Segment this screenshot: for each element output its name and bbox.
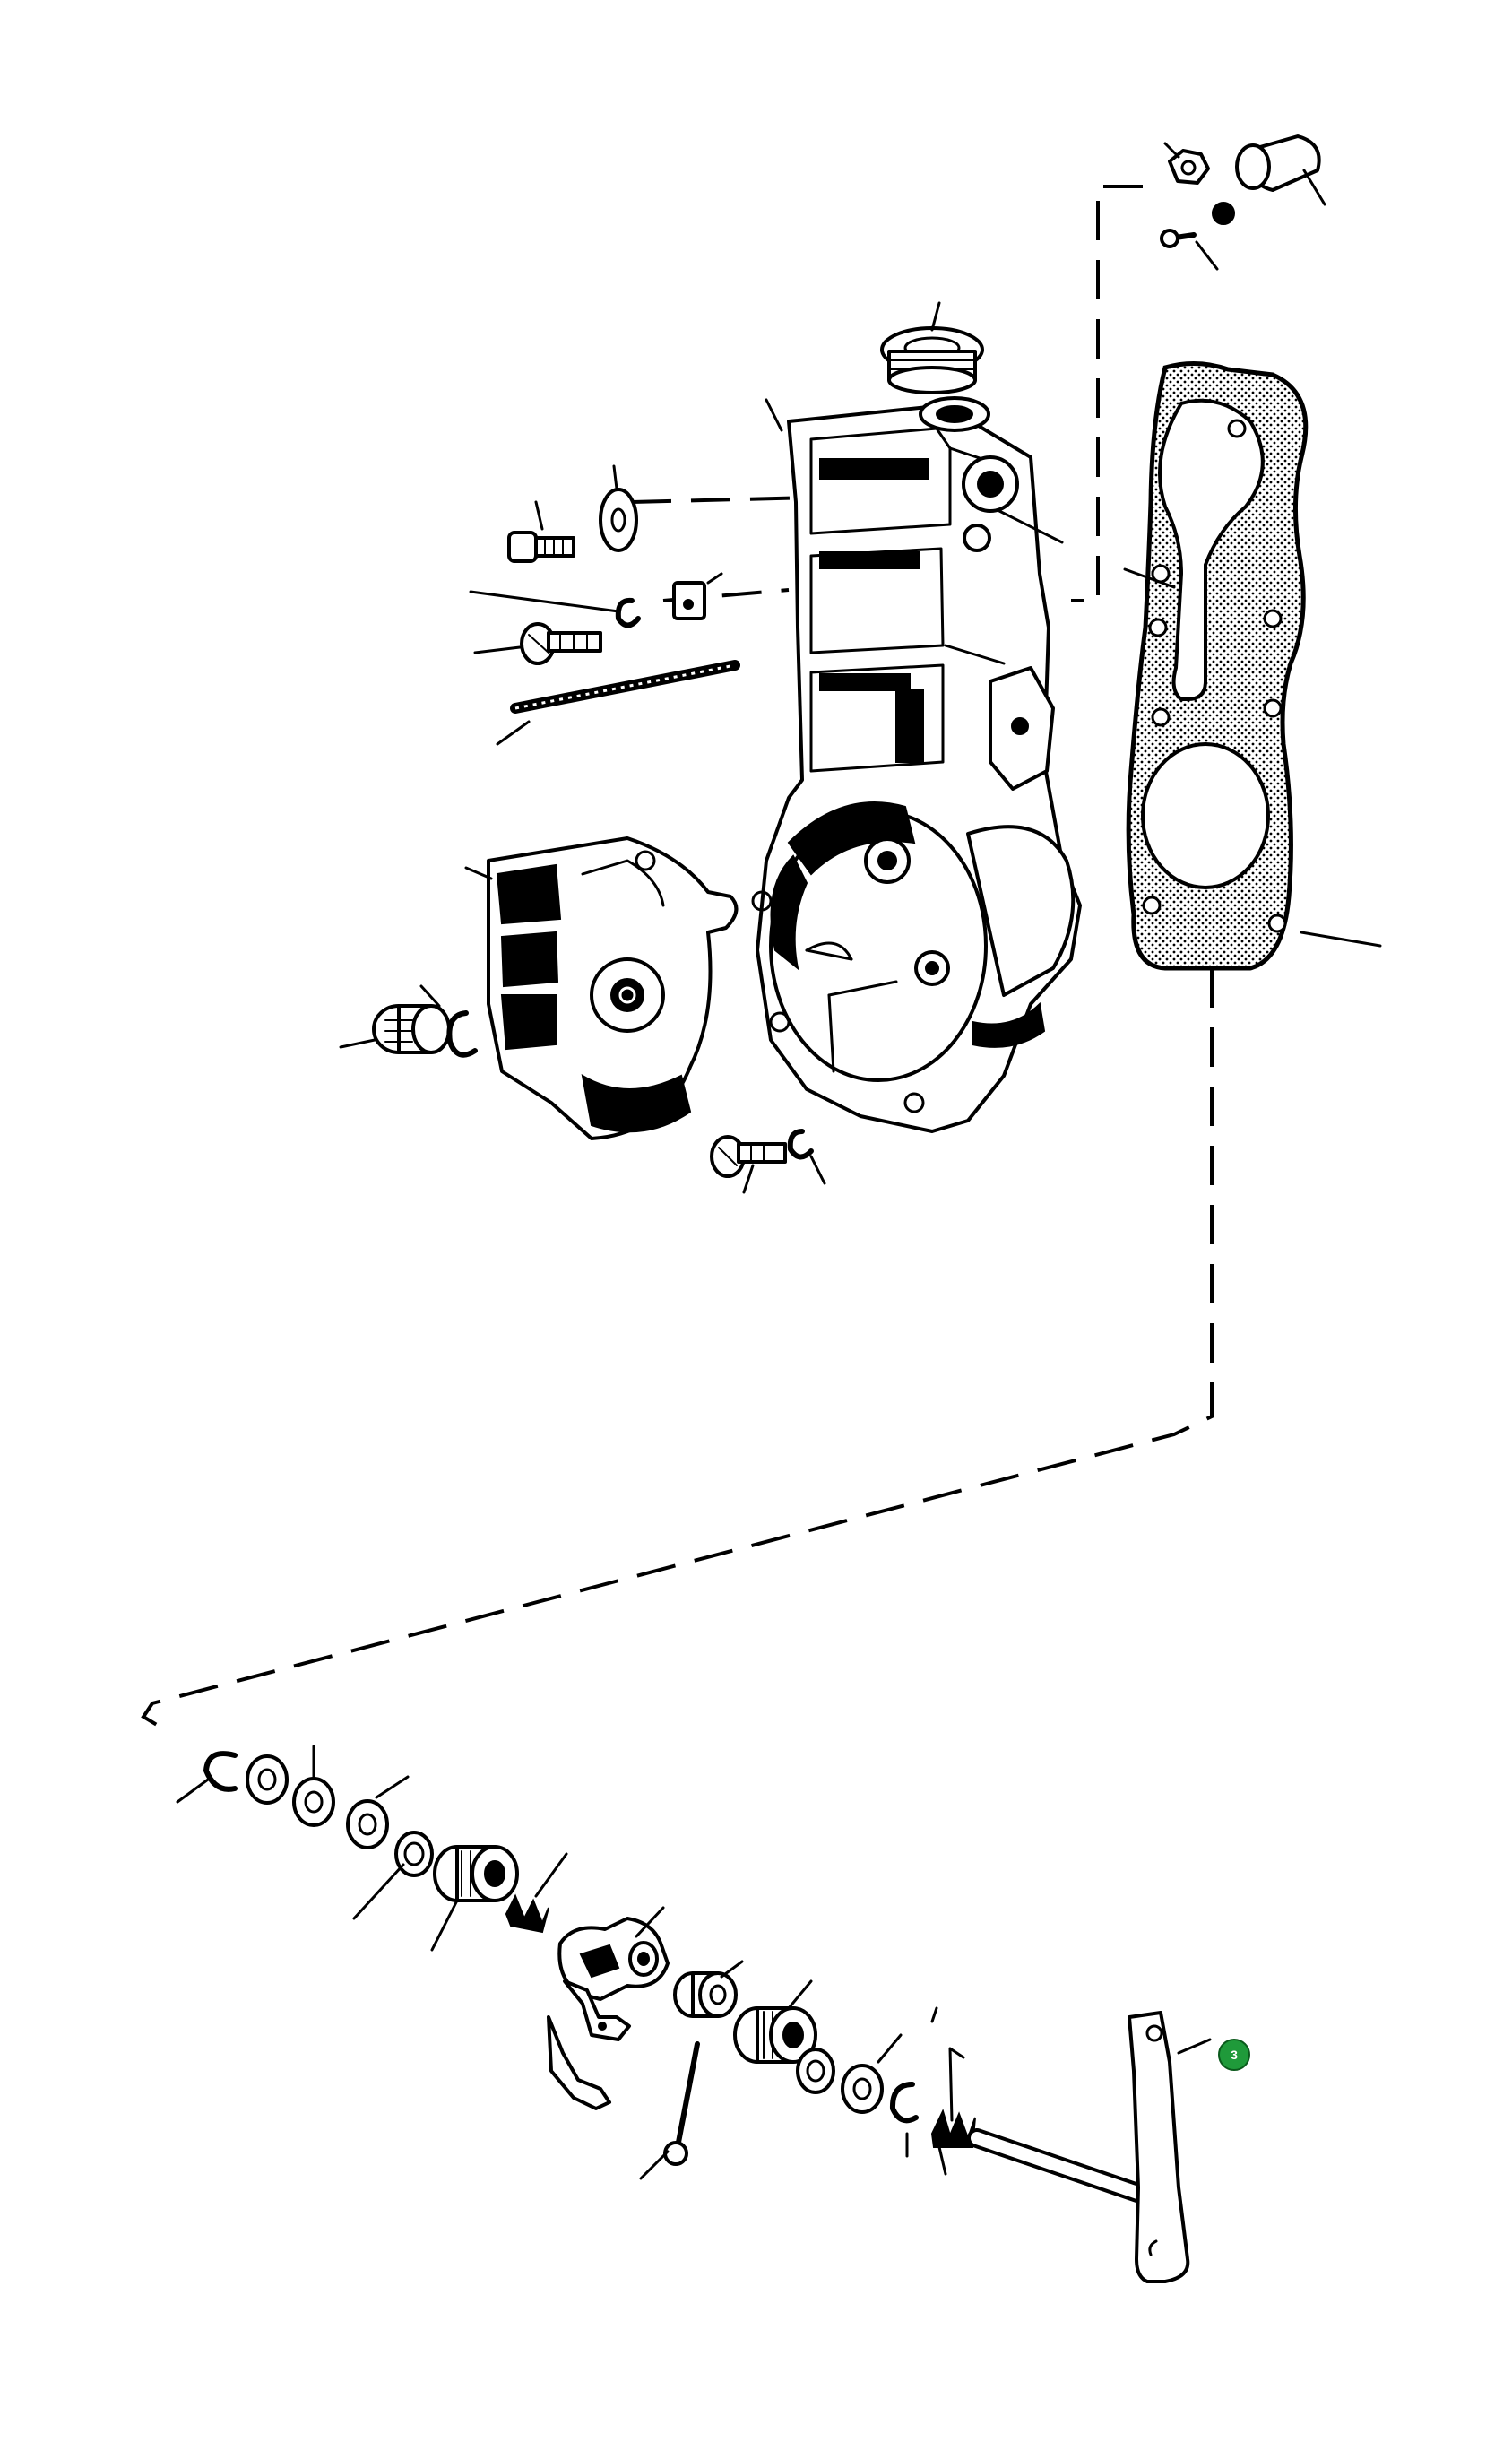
top-cap-nut-assembly bbox=[1160, 134, 1326, 271]
nut-and-circlip bbox=[339, 984, 478, 1058]
left-fasteners bbox=[469, 464, 740, 746]
lower-screw bbox=[710, 1129, 826, 1194]
main-housing bbox=[751, 396, 1082, 1133]
assembly-dashed-lines bbox=[141, 185, 1214, 1732]
filler-plug bbox=[880, 301, 984, 394]
lower-shaft-assembly bbox=[176, 1745, 1212, 2283]
callout-number: 3 bbox=[1231, 2048, 1238, 2062]
callout-badge-3[interactable]: 3 bbox=[1218, 2039, 1250, 2071]
gasket bbox=[1123, 360, 1382, 971]
side-gearbox bbox=[464, 836, 739, 1140]
